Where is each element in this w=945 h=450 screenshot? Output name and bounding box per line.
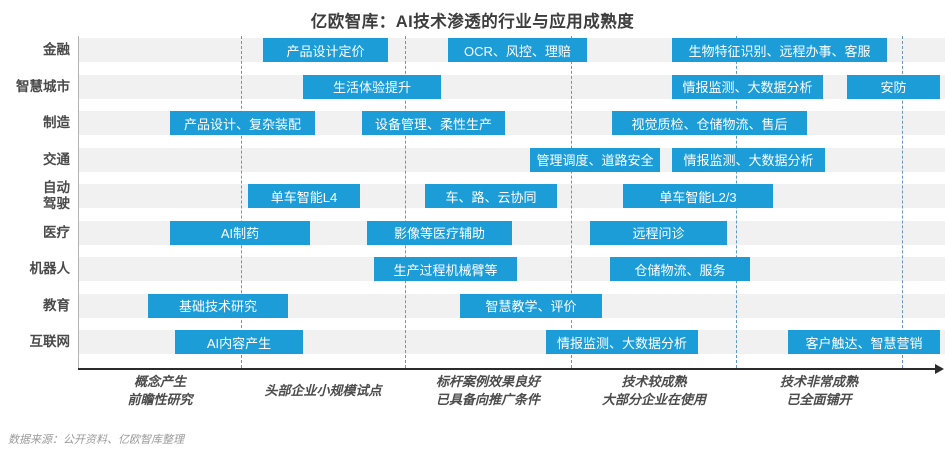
maturity-stage-label: 技术非常成熟 已全面铺开 — [779, 374, 858, 407]
maturity-stage-label: 概念产生 前瞻性研究 — [127, 374, 193, 407]
industry-label: 智慧城市 — [16, 78, 70, 94]
stage-divider-dashed-line — [902, 36, 903, 368]
maturity-stage-label: 标杆案例效果良好 已具备向推广条件 — [435, 374, 540, 407]
y-axis-line — [78, 36, 79, 368]
application-box: 影像等医疗辅助 — [367, 220, 512, 245]
stage-divider-dashed-line — [571, 36, 572, 368]
application-box: 管理调度、道路安全 — [530, 147, 660, 172]
application-box: 客户触达、智慧营销 — [788, 330, 940, 354]
application-box: 情报监测、大数据分析 — [672, 74, 823, 99]
industry-label: 机器人 — [29, 261, 71, 277]
application-box: 情报监测、大数据分析 — [672, 147, 825, 172]
application-box: 单车智能L4 — [248, 184, 360, 208]
industry-label: 教育 — [43, 297, 70, 313]
application-box: 视觉质检、仓储物流、售后 — [612, 111, 807, 135]
application-box: 基础技术研究 — [148, 293, 288, 318]
x-axis-line — [78, 368, 935, 370]
industry-label: 自动 驾驶 — [43, 180, 70, 211]
application-box: 安防 — [847, 74, 940, 99]
industry-label: 制造 — [43, 115, 70, 131]
application-box: 设备管理、柔性生产 — [362, 111, 505, 135]
application-box: 产品设计、复杂装配 — [170, 111, 315, 135]
application-box: 单车智能L2/3 — [623, 184, 773, 208]
industry-label: 医疗 — [43, 224, 70, 240]
maturity-stage-label: 头部企业小规模试点 — [264, 383, 382, 399]
application-box: OCR、风控、理赔 — [448, 38, 587, 62]
application-box: 生产过程机械臂等 — [374, 257, 517, 281]
application-box: 生物特征识别、远程办事、客服 — [672, 38, 887, 62]
industry-label: 金融 — [43, 42, 70, 58]
source-note: 数据来源：公开资料、亿欧智库整理 — [8, 434, 184, 446]
x-axis-arrow-icon — [935, 364, 944, 374]
application-box: 情报监测、大数据分析 — [546, 330, 698, 354]
application-box: AI内容产生 — [175, 330, 303, 354]
application-box: 产品设计定价 — [263, 38, 388, 62]
stage-divider-dashed-line — [241, 36, 242, 368]
industry-label: 互联网 — [29, 334, 71, 350]
application-box: 生活体验提升 — [303, 74, 441, 99]
industry-label: 交通 — [43, 151, 70, 167]
stage-divider-dashed-line — [405, 36, 406, 368]
application-box: 智慧教学、评价 — [460, 293, 602, 318]
application-box: 仓储物流、服务 — [610, 257, 750, 281]
chart-title: 亿欧智库：AI技术渗透的行业与应用成熟度 — [310, 13, 635, 31]
application-box: AI制药 — [170, 220, 310, 245]
maturity-stage-label: 技术较成熟 大部分企业在使用 — [601, 374, 706, 407]
application-box: 车、路、云协同 — [425, 184, 557, 208]
application-box: 远程问诊 — [590, 220, 727, 245]
